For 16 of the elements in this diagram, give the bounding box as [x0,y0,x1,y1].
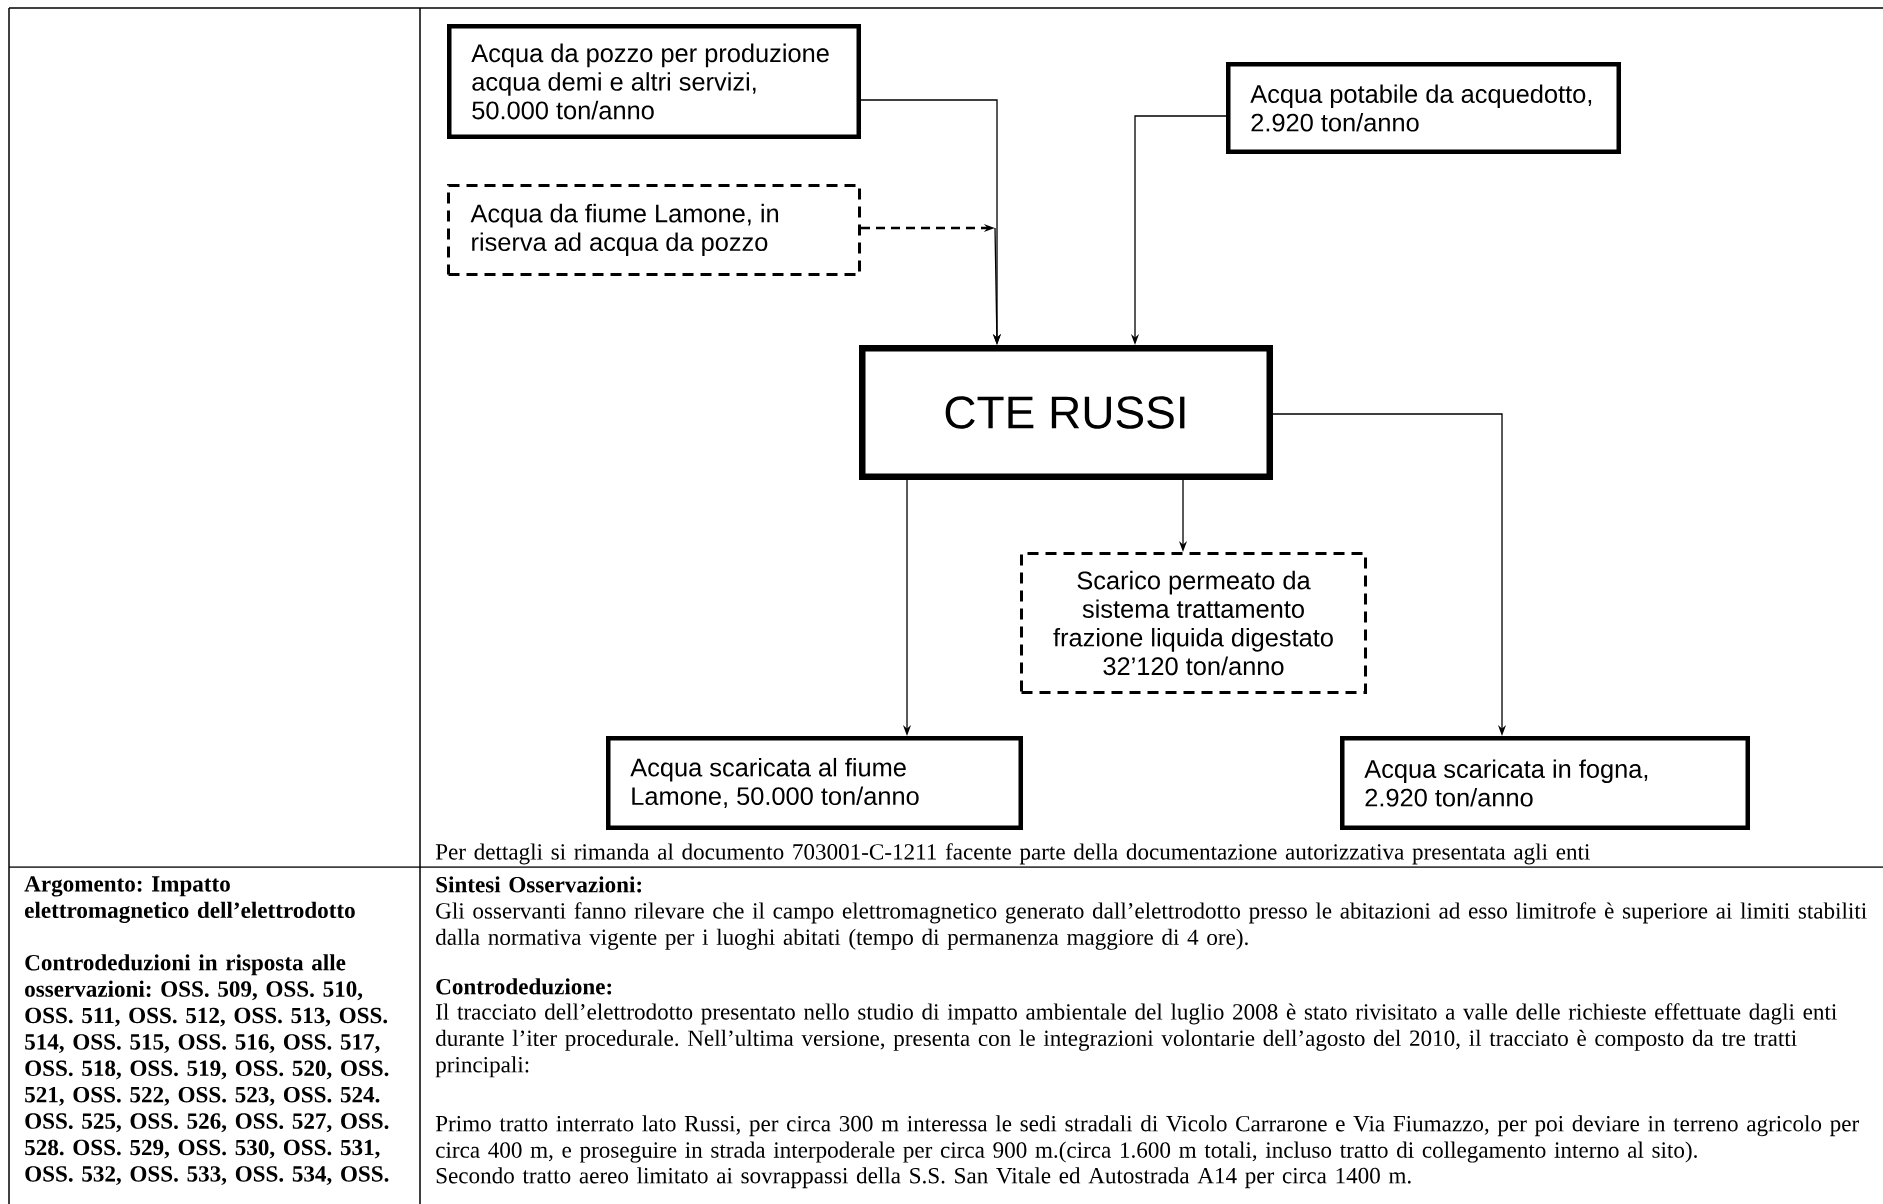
paragraph: Secondo tratto aereo limitato ai sovrappassi della S.S. San Vitale ed Autostrada A14 per circa 1400 m. [436,1167,1411,1189]
dashed-box: Acqua da fiume Lamone, in riserva ad acqua da pozzo [447,184,861,276]
paragraph: Gli osservanti fanno rilevare che il campo elettromagnetico generato dall’elettrodotto presso le abitazioni ad esso limitrofe è superiore ai limiti stabiliti dalla normativa vigente per i luoghi abitati (tempo di permanenza maggiore di 4 ore). [436,902,1867,950]
note-text: Per dettagli si rimanda al documento 703001-C-1211 facente parte della documentazione autorizzativa presentata agli enti [435,843,1590,865]
section-heading: Sintesi Osservazioni: [436,876,642,893]
section-heading: Controdeduzione: [436,978,612,995]
paragraph: Primo tratto interrato lato Russi, per circa 300 m interessa le sedi stradali di Vicolo Carrarone e Via Fiumazzo, per poi deviare in terreno agricolo per circa 400 m, e proseguire in strada interpoderale per circa 900 m.(circa 1.600 m totali, incluso tratto di collegamento interno al sito). [435,1115,1859,1163]
topic-heading: Argomento: Impatto elettromagnetico dell’elettrodotto [24,876,355,923]
observation-list: Controdeduzioni in risposta alle osservazioni: OSS. 509, OSS. 510, OSS. 511, OSS. 512, OSS. 513, OSS. 514, OSS. 515, OSS. 516, OSS. 517, OSS. 518, OSS. 519, OSS. 520, OSS. 521, OSS. 522, OSS. 523, OSS. 524. OSS. 525, OSS. 526, OSS. 527, OSS. 528. OSS. 529, OSS. 530, OSS. 531, OSS. 532, OSS. 533, OSS. 534, OSS. [25,954,389,1185]
dashed-box: Scarico permeato da sistema trattamento frazione liquida digestato 32’120 ton/anno [1020,552,1367,694]
box: Acqua scaricata in fogna, 2.920 ton/anno [1340,736,1750,830]
box: Acqua scaricata al fiume Lamone, 50.000 ton/anno [606,736,1023,830]
paragraph: Il tracciato dell’elettrodotto presentato nello studio di impatto ambientale del luglio 2008 è stato rivisitato a valle delle richieste effettuate dagli enti durante l’iter procedurale. Nell’ultima versione, presenta con le integrazioni volontarie dell’agosto del 2010, il tracciato è composto da tre tratti principali: [435,1003,1837,1078]
box: Acqua potabile da acquedotto, 2.920 ton/anno [1226,62,1621,154]
box: Acqua da pozzo per produzione acqua demi e altri servizi, 50.000 ton/anno [447,24,861,139]
process-box: CTE RUSSI [859,345,1273,480]
